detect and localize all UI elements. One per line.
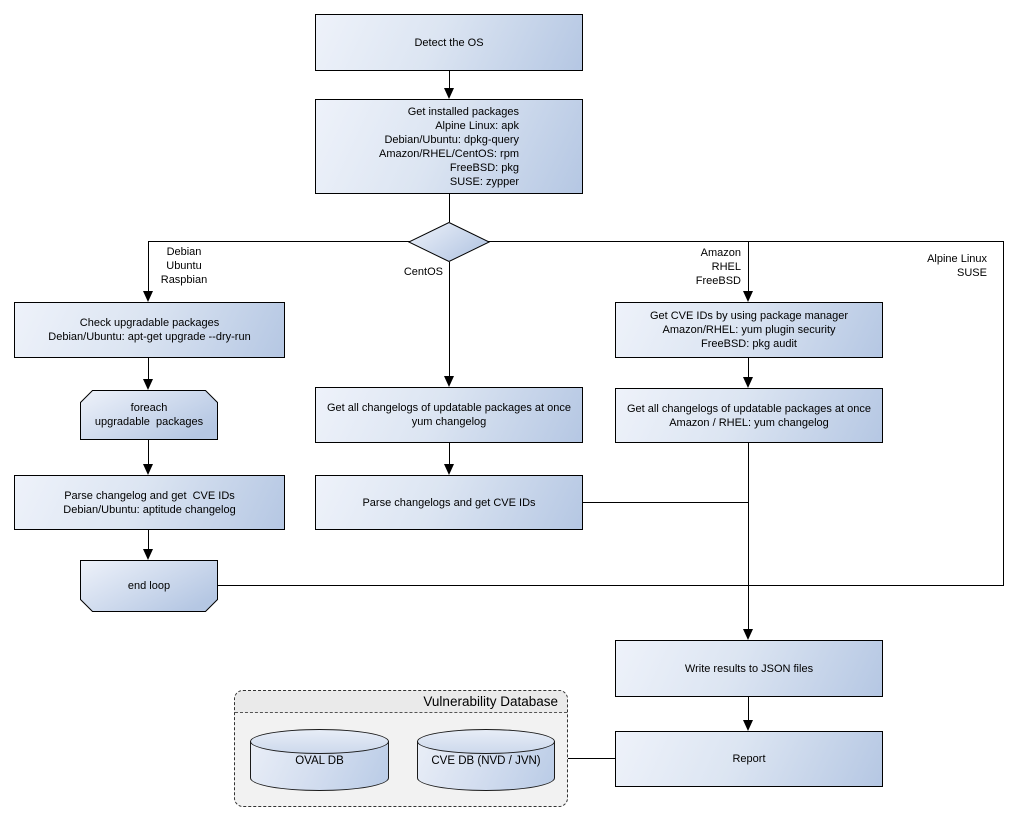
edge-label-right-branch: Amazon RHEL FreeBSD (695, 247, 741, 287)
node-get-cve-ids-pkg-mgr-label: Get CVE IDs by using package manager Ama… (649, 310, 849, 350)
node-write-results: Write results to JSON files (615, 640, 883, 697)
node-write-results-label: Write results to JSON files (684, 662, 814, 675)
node-get-changelogs-amazon-label: Get all changelogs of updatable packages… (626, 402, 871, 429)
node-check-upgradable: Check upgradable packages Debian/Ubuntu:… (14, 302, 285, 358)
connector-cveids-to-changelogs (748, 358, 749, 378)
connector-detect-to-installed (449, 71, 450, 89)
database-cylinder-top-icon (250, 729, 389, 754)
connector-check-to-foreach (148, 358, 149, 380)
connector-changelogs-to-write (748, 443, 749, 630)
node-end-loop-label: end loop (127, 580, 171, 592)
node-parse-changelogs-mid-label: Parse changelogs and get CVE IDs (362, 496, 536, 509)
diamond-shape-icon (408, 222, 490, 262)
connector-parsemid-to-main (583, 502, 748, 503)
arrowhead-write-results (743, 629, 753, 640)
connector-left-branch-down (148, 241, 149, 292)
connector-parse-to-endloop (148, 530, 149, 550)
node-get-changelogs-centos-label: Get all changelogs of updatable packages… (326, 402, 571, 428)
arrowhead-foreach (143, 379, 153, 390)
loop-start-shape-icon (80, 390, 218, 440)
connector-write-to-report (748, 697, 749, 721)
node-get-installed-packages-label: Get installed packages Alpine Linux: apk… (379, 105, 519, 188)
node-parse-changelog-left: Parse changelog and get CVE IDs Debian/U… (14, 475, 285, 530)
connector-right-branch-down (748, 241, 749, 292)
node-get-cve-ids-pkg-mgr: Get CVE IDs by using package manager Ama… (615, 302, 883, 358)
arrowhead-centos-changelogs (444, 376, 454, 387)
node-report-label: Report (732, 753, 766, 765)
connector-installed-to-diamond (449, 194, 450, 222)
vulnerability-database-group: Vulnerability Database OVAL DB CVE DB (N… (234, 690, 568, 807)
arrowhead-endloop (143, 549, 153, 560)
decision-diamond (408, 222, 490, 262)
node-check-upgradable-label: Check upgradable packages Debian/Ubuntu:… (48, 317, 251, 343)
node-get-installed-packages: Get installed packages Alpine Linux: apk… (315, 99, 583, 194)
arrowhead-parse-mid (444, 464, 454, 475)
arrowhead-installed (444, 88, 454, 99)
connector-centos-changelogs-to-parse (449, 443, 450, 465)
node-report: Report (615, 731, 883, 787)
connector-far-right-branch-down (1003, 241, 1004, 586)
node-end-loop: end loop (80, 560, 218, 612)
node-foreach-loop-label: foreach upgradable packages (94, 402, 204, 428)
cve-db-label: CVE DB (NVD / JVN) (431, 755, 541, 767)
database-cylinder-top-icon (417, 729, 555, 754)
connector-db-to-report (568, 758, 615, 759)
arrowhead-check-upgradable (143, 291, 153, 302)
oval-db-cylinder: OVAL DB (250, 729, 389, 791)
edge-label-far-right-branch: Alpine Linux SUSE (927, 253, 987, 279)
oval-db-label: OVAL DB (295, 755, 344, 767)
connector-endloop-horizontal (218, 585, 1003, 586)
node-parse-changelog-left-label: Parse changelog and get CVE IDs Debian/U… (63, 489, 236, 516)
node-get-changelogs-amazon: Get all changelogs of updatable packages… (615, 388, 883, 443)
node-parse-changelogs-mid: Parse changelogs and get CVE IDs (315, 475, 583, 530)
arrowhead-report (743, 720, 753, 731)
connector-branch-horizontal (148, 241, 1003, 242)
arrowhead-changelogs-amazon (743, 377, 753, 388)
node-detect-os-label: Detect the OS (414, 36, 484, 49)
cve-db-cylinder: CVE DB (NVD / JVN) (417, 729, 555, 791)
connector-centos-branch-down (449, 262, 450, 377)
node-foreach-loop: foreach upgradable packages (80, 390, 218, 440)
connector-foreach-to-parse (148, 440, 149, 465)
edge-label-left-branch: Debian Ubuntu Raspbian (160, 246, 208, 286)
node-get-changelogs-centos: Get all changelogs of updatable packages… (315, 387, 583, 443)
arrowhead-cve-ids-pkg-mgr (743, 291, 753, 302)
arrowhead-parse-left (143, 464, 153, 475)
edge-label-centos-branch: CentOS (403, 266, 443, 278)
node-detect-os: Detect the OS (315, 14, 583, 71)
loop-end-shape-icon (80, 560, 218, 612)
vulnerability-database-title: Vulnerability Database (235, 691, 567, 713)
